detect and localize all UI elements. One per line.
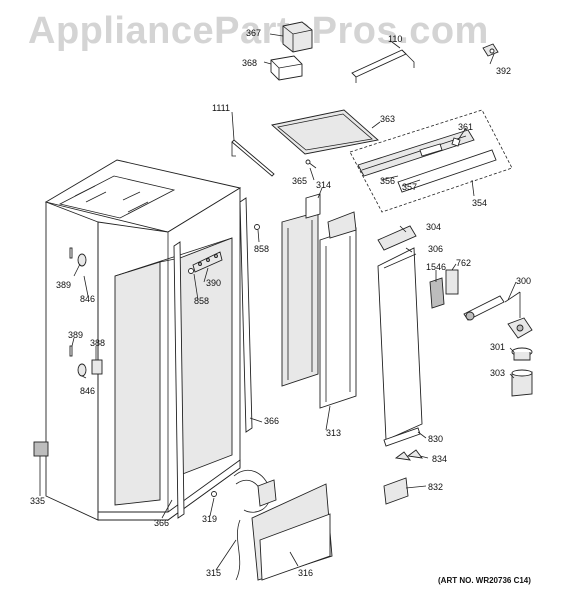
label-834: 834 (432, 454, 448, 464)
art-number: (ART NO. WR20736 C14) (438, 576, 531, 585)
part-335-vent (33, 441, 49, 457)
label-1111: 1111 (212, 103, 231, 113)
part-313-liner-panel (319, 211, 357, 409)
part-762-block (445, 269, 459, 295)
label-306: 306 (428, 244, 444, 254)
label-390: 390 (206, 278, 222, 288)
leader-lines (39, 33, 517, 571)
part-367-bracket (282, 21, 313, 53)
label-392: 392 (496, 66, 512, 76)
label-304: 304 (426, 222, 442, 232)
label-363: 363 (380, 114, 396, 124)
label-110: 110 (388, 34, 403, 44)
label-314: 314 (316, 180, 332, 190)
part-303-cup (511, 369, 533, 397)
label-832: 832 (428, 482, 444, 492)
part-390-gasket-strip (192, 251, 223, 273)
label-319: 319 (202, 514, 218, 524)
label-366-bottom: 366 (154, 518, 170, 528)
label-301: 301 (490, 342, 506, 352)
label-830: 830 (428, 434, 444, 444)
part-363-panel (271, 109, 379, 155)
label-389-top: 389 (56, 280, 72, 290)
part-858-screws (188, 224, 260, 274)
part-300-auger-assembly (463, 291, 533, 339)
label-303: 303 (490, 368, 506, 378)
part-314-liner-panel (281, 193, 321, 387)
label-846-top: 846 (80, 294, 96, 304)
label-361: 361 (458, 122, 474, 132)
label-1546: 1546 (426, 262, 447, 272)
part-832-bracket (383, 477, 409, 505)
label-846-bottom: 846 (80, 386, 96, 396)
part-304-cover (377, 225, 417, 251)
part-368-bracket (270, 55, 303, 81)
part-319-screw (211, 491, 217, 497)
part-306-door-panel (377, 247, 423, 441)
label-389-bottom: 389 (68, 330, 84, 340)
part-1546-bracket (429, 277, 445, 309)
label-316: 316 (298, 568, 314, 578)
label-365: 365 (292, 176, 308, 186)
label-313: 313 (326, 428, 342, 438)
part-301-cap (511, 347, 533, 361)
part-110-rod (351, 49, 415, 83)
label-300: 300 (516, 276, 532, 286)
part-315-tube-harness (233, 469, 277, 581)
label-356: 356 (380, 176, 396, 186)
label-762: 762 (456, 258, 472, 268)
cabinet-case (44, 159, 242, 521)
label-335: 335 (30, 496, 46, 506)
part-316-drawer-front (251, 483, 333, 581)
label-354: 354 (472, 198, 488, 208)
label-357: 357 (402, 182, 418, 192)
label-858-mid: 858 (194, 296, 210, 306)
part-846-plugs (69, 247, 103, 377)
part-1111-strip (231, 139, 275, 177)
part-354-assembly (349, 109, 513, 213)
label-368: 368 (242, 58, 258, 68)
part-365-screw (305, 159, 317, 169)
part-834-clips (394, 449, 424, 461)
part-392-clip (482, 43, 499, 57)
label-315: 315 (206, 568, 222, 578)
label-366-right: 366 (264, 416, 280, 426)
label-858-top: 858 (254, 244, 270, 254)
part-366-gaskets (173, 197, 253, 519)
label-388: 388 (90, 338, 106, 348)
label-367: 367 (246, 28, 262, 38)
watermark: AppliancePartsPros.com (28, 10, 489, 52)
